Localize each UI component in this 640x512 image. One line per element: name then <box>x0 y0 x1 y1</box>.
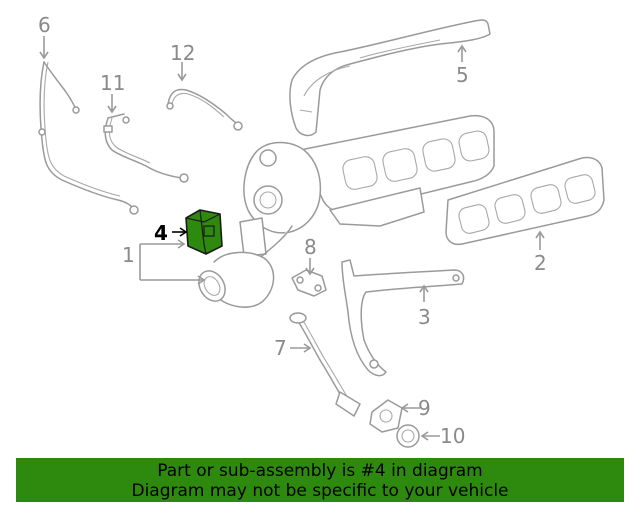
callout-6: 6 <box>38 13 51 37</box>
callout-5: 5 <box>456 63 469 87</box>
part-6-pipe <box>38 61 139 215</box>
info-banner: Part or sub-assembly is #4 in diagram Di… <box>16 458 624 502</box>
part-4-highlighted[interactable] <box>185 209 223 255</box>
banner-line-1: Part or sub-assembly is #4 in diagram <box>157 461 483 481</box>
part-9-gasket <box>369 399 403 433</box>
manifold-turbo-assembly <box>239 114 495 257</box>
part-2-gasket <box>445 156 605 246</box>
part-11-pipe <box>103 113 189 183</box>
part-7-oil-line <box>289 312 361 417</box>
part-12-pipe <box>166 88 243 131</box>
part-1-inlet-duct <box>198 225 293 308</box>
callout-1: 1 <box>122 243 135 267</box>
leader-lines <box>39 36 545 441</box>
part-10-plug <box>396 424 420 448</box>
callout-10: 10 <box>440 424 465 448</box>
callout-12: 12 <box>170 41 195 65</box>
part-8-bracket <box>291 269 327 297</box>
banner-line-2: Diagram may not be specific to your vehi… <box>131 481 509 501</box>
callout-11: 11 <box>100 71 125 95</box>
callout-8: 8 <box>304 235 317 259</box>
callout-9: 9 <box>418 396 431 420</box>
part-5-heat-shield <box>289 19 491 137</box>
part-3-bracket <box>341 259 465 377</box>
callout-7: 7 <box>274 336 287 360</box>
callout-4: 4 <box>154 221 168 245</box>
callout-3: 3 <box>418 305 431 329</box>
callout-2: 2 <box>534 251 547 275</box>
